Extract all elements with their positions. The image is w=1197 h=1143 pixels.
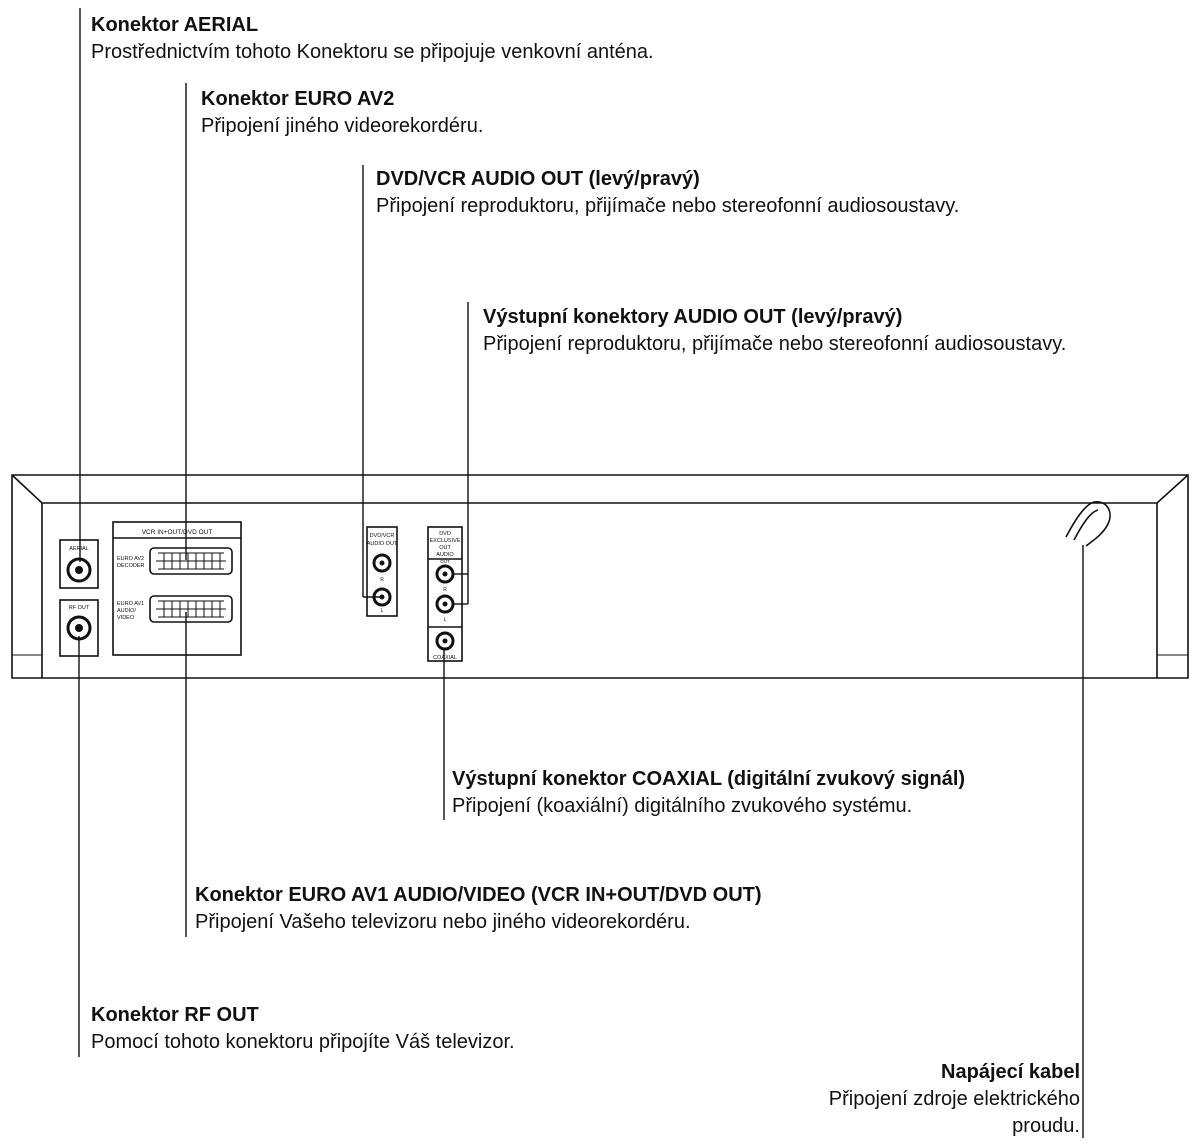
euro-av2-label-2: DECODER [117,563,145,569]
jacks [66,553,455,651]
callout-power-desc-2: proudu. [1012,1115,1080,1137]
callout-euro-av1-title: Konektor EURO AV1 AUDIO/VIDEO (VCR IN+OU… [195,884,762,906]
audio-out-label-1: AUDIO [436,552,454,558]
dvdvcr-audio-box [366,526,398,617]
scart-pins [156,552,226,618]
callout-audio-out-desc: Připojení reproduktoru, přijímače nebo s… [483,333,1067,355]
callout-aerial-desc: Prostřednictvím tohoto Konektoru se přip… [91,41,654,63]
leader-lines [78,8,1084,1138]
scart-block [112,521,242,656]
dvd-excl-label-1: DVD [439,531,451,537]
euro-av1-label-1: EURO AV1 [117,601,144,607]
dvd-exclusive-box [427,526,463,662]
callout-dvdvcr-audio: DVD/VCR AUDIO OUT (levý/pravý) Připojení… [376,166,959,220]
device-body [11,474,1189,679]
audio-out-l-jack [435,594,455,614]
aerial-jack-box [59,539,99,589]
coaxial-panel-label: COAXIAL [433,655,457,661]
rf-out-panel-label: RF OUT [69,605,90,611]
aerial-jack [66,557,92,583]
callout-power-title: Napájecí kabel [941,1061,1080,1083]
callout-dvdvcr-audio-desc: Připojení reproduktoru, přijímače nebo s… [376,195,960,217]
audio-out-label-2: OUT [440,559,450,564]
callout-coaxial: Výstupní konektor COAXIAL (digitální zvu… [452,766,965,820]
callout-aerial-title: Konektor AERIAL [91,14,259,36]
dvdvcr-r-jack [372,553,392,573]
euro-av1-label-2: AUDIO/ [117,608,136,614]
euro-av1-label-3: VIDEO [117,615,135,621]
callout-euro-av1-desc: Připojení Vašeho televizoru nebo jiného … [195,911,691,933]
dvdvcr-r-label: R [380,577,384,583]
callout-power: Napájecí kabel Připojení zdroje elektric… [829,1059,1080,1140]
dvdvcr-l-label: L [381,608,384,614]
euro-av2-scart [149,547,233,575]
dvdvcr-label-2: AUDIO OUT [367,541,398,547]
audio-l-label: L [444,617,447,623]
callout-power-desc-1: Připojení zdroje elektrického [828,1088,1080,1110]
callout-rf-out-title: Konektor RF OUT [91,1004,259,1026]
callout-audio-out-title: Výstupní konektory AUDIO OUT (levý/pravý… [483,306,903,328]
coaxial-jack [435,631,455,651]
euro-av1-scart [149,595,233,623]
dvd-excl-label-3: OUT [439,545,451,551]
callout-aerial: Konektor AERIAL Prostřednictvím tohoto K… [91,12,654,66]
euro-av2-label-1: EURO AV2 [117,556,144,562]
callout-euro-av2-title: Konektor EURO AV2 [201,88,395,110]
callout-audio-out: Výstupní konektory AUDIO OUT (levý/pravý… [483,304,1066,358]
callout-dvdvcr-audio-title: DVD/VCR AUDIO OUT (levý/pravý) [376,168,700,190]
callout-coaxial-title: Výstupní konektor COAXIAL (digitální zvu… [452,768,966,790]
callout-rf-out: Konektor RF OUT Pomocí tohoto konektoru … [91,1002,515,1056]
callout-euro-av1: Konektor EURO AV1 AUDIO/VIDEO (VCR IN+OU… [195,882,762,936]
callout-euro-av2-desc: Připojení jiného videorekordéru. [201,115,484,137]
dvdvcr-label-1: DVD/VCR [370,533,395,539]
callout-rf-out-desc: Pomocí tohoto konektoru připojíte Váš te… [91,1031,515,1053]
audio-r-label: R [443,587,447,593]
callout-euro-av2: Konektor EURO AV2 Připojení jiného video… [201,86,483,140]
rf-out-jack [66,615,92,641]
dvd-excl-label-2: EXCLUSIVE [430,538,461,544]
device-bevel [11,474,1189,678]
power-cord [1065,501,1111,547]
scart-header-label: VCR IN+OUT/DVD OUT [142,529,213,536]
aerial-panel-label: AERIAL [69,546,89,552]
audio-out-r-jack [435,564,455,584]
callout-coaxial-desc: Připojení (koaxiální) digitálního zvukov… [452,795,913,817]
